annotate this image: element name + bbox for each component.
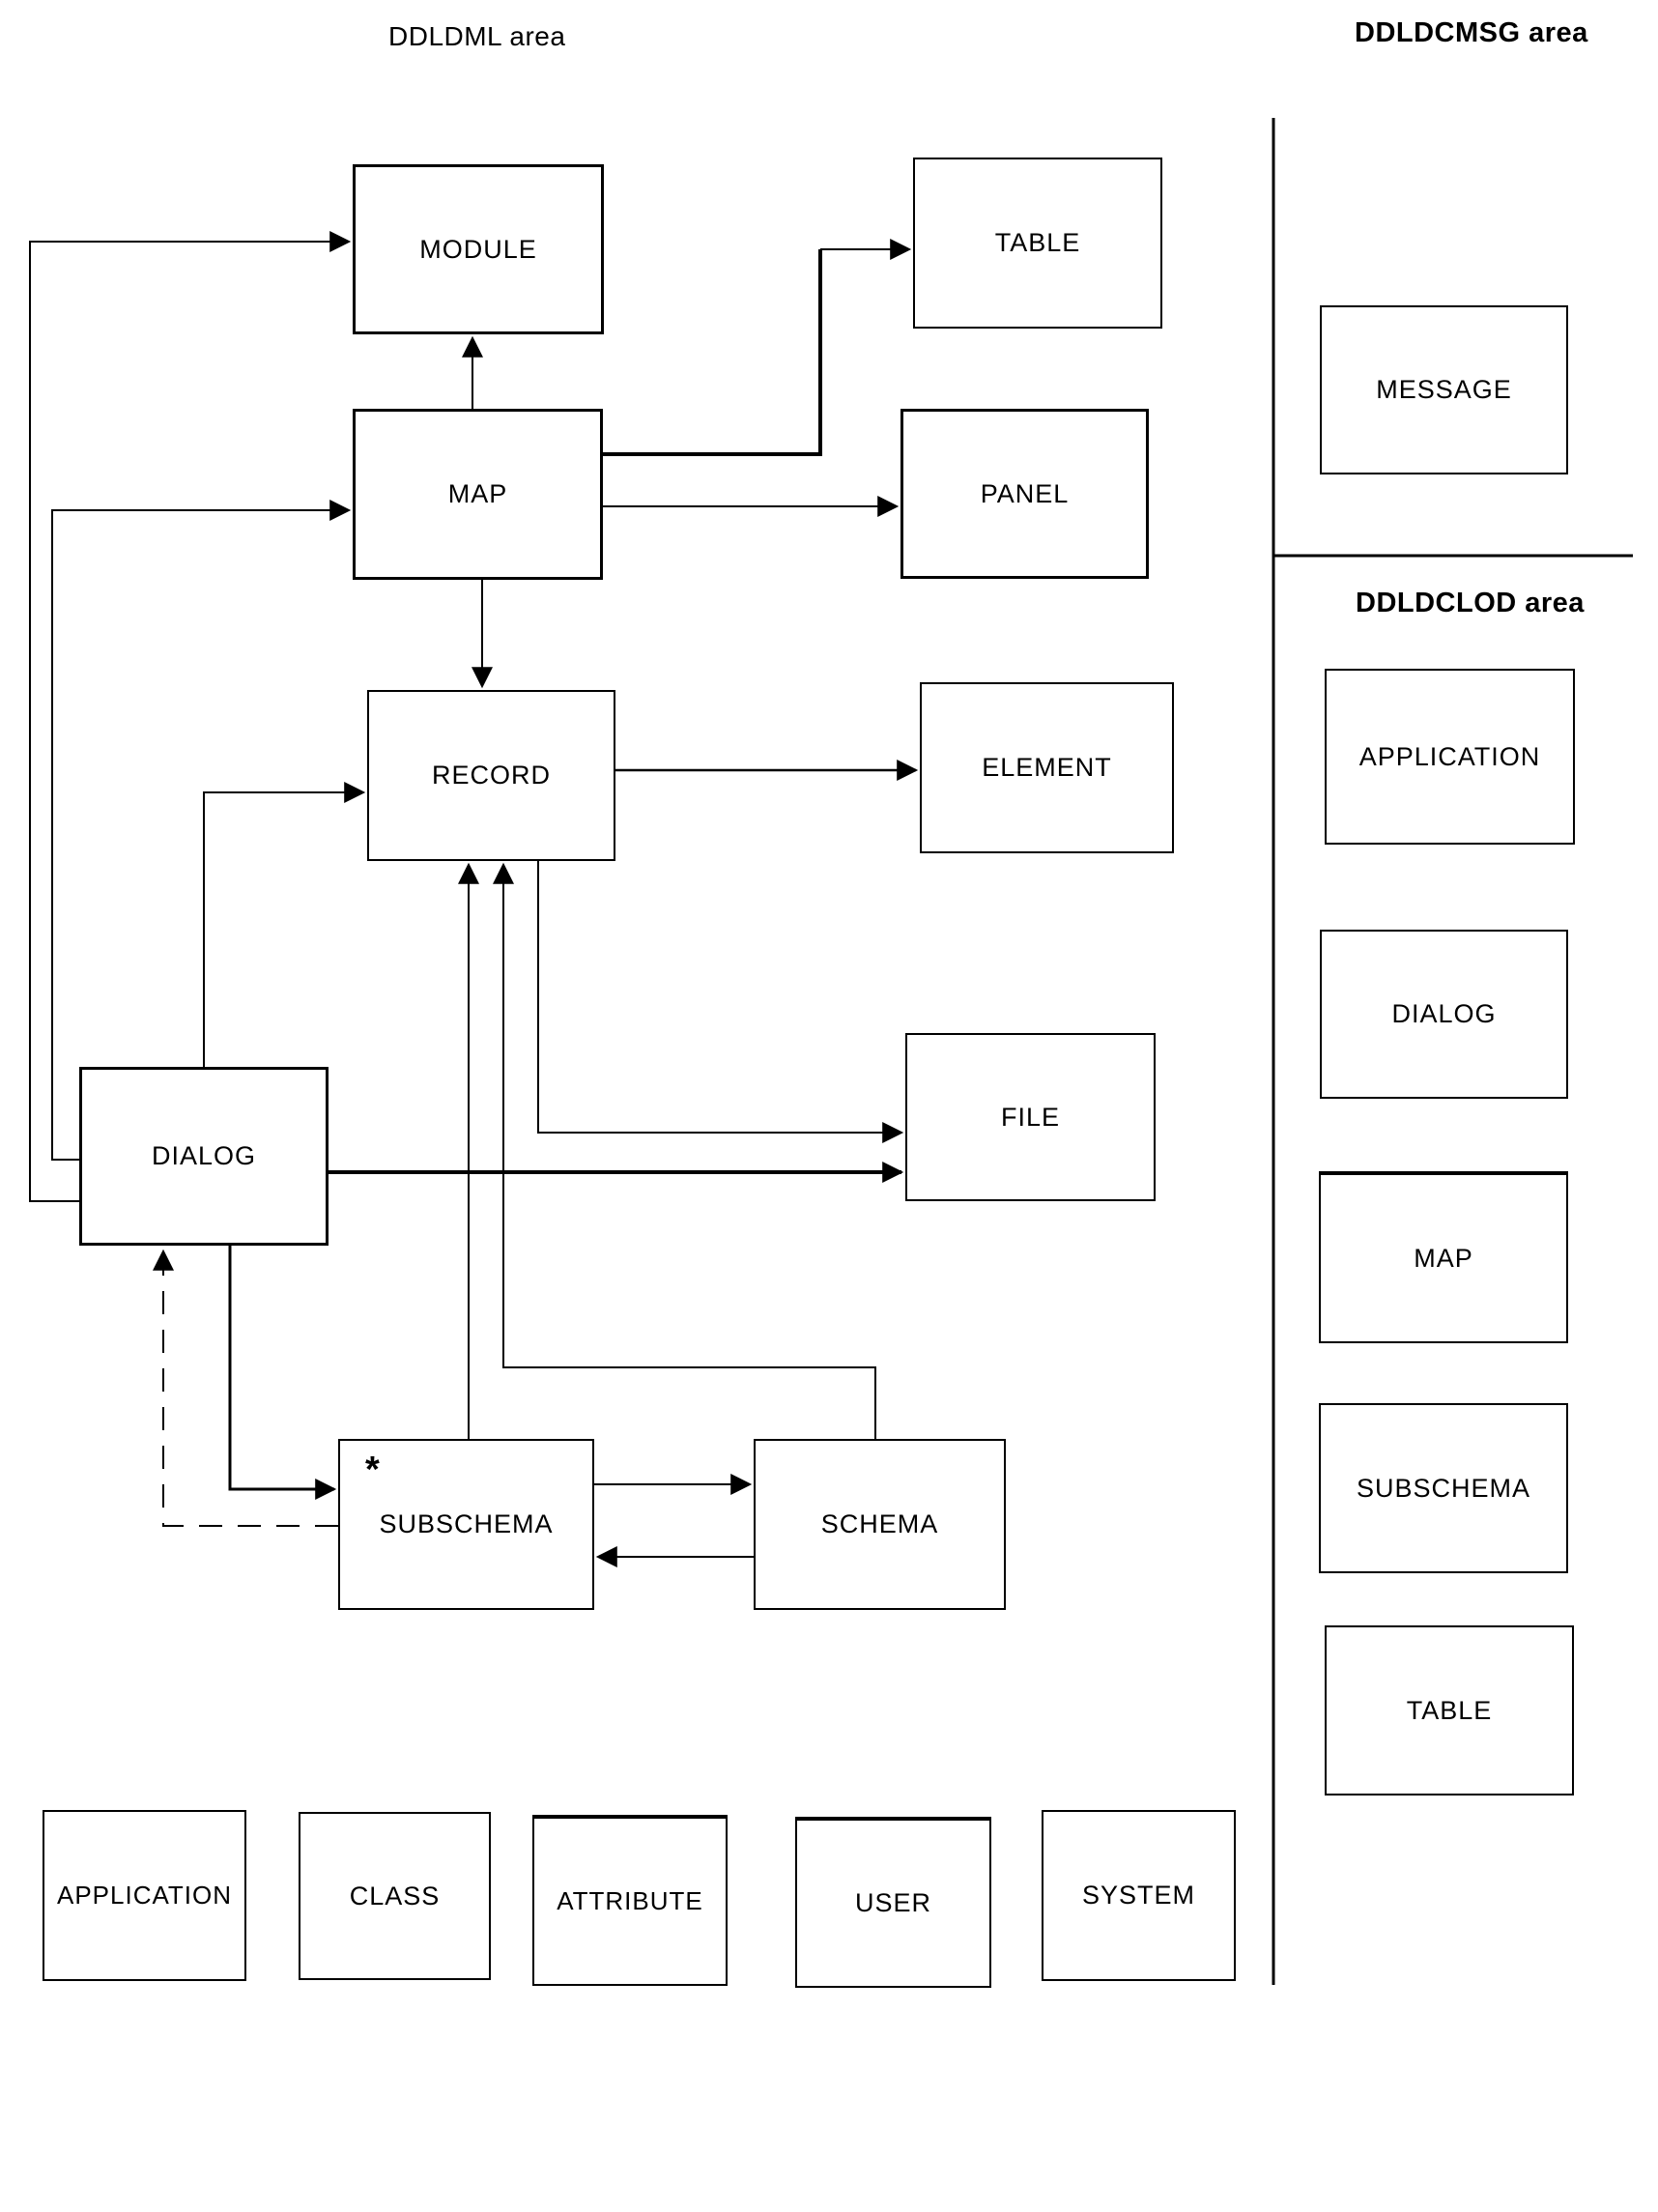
edge-schema-record [493, 862, 876, 1439]
box-bottom-attribute-label: ATTRIBUTE [557, 1886, 703, 1915]
box-schema: SCHEMA [754, 1439, 1006, 1610]
box-clod-dialog-label: DIALOG [1391, 999, 1497, 1028]
box-clod-table: TABLE [1325, 1625, 1574, 1795]
box-file-label: FILE [1000, 1102, 1061, 1132]
box-map: MAP [353, 409, 603, 580]
edge-dialog-record [203, 782, 366, 1067]
box-bottom-system: SYSTEM [1042, 1810, 1236, 1981]
box-bottom-class: CLASS [299, 1812, 491, 1980]
box-table-label: TABLE [994, 228, 1081, 257]
box-table: TABLE [913, 158, 1162, 329]
box-dialog-label: DIALOG [151, 1141, 257, 1170]
box-map-label: MAP [447, 479, 508, 508]
box-message: MESSAGE [1320, 305, 1568, 474]
box-bottom-system-label: SYSTEM [1081, 1881, 1196, 1910]
box-clod-subschema-label: SUBSCHEMA [1356, 1473, 1531, 1503]
box-subschema: SUBSCHEMA [338, 1439, 594, 1610]
box-clod-application-label: APPLICATION [1358, 741, 1541, 771]
box-bottom-attribute: ATTRIBUTE [532, 1815, 728, 1986]
edge-record-file [537, 861, 904, 1143]
box-element-label: ELEMENT [982, 753, 1112, 782]
box-bottom-user: USER [795, 1817, 991, 1988]
box-bottom-application: APPLICATION [43, 1810, 246, 1981]
box-clod-map: MAP [1319, 1171, 1568, 1343]
box-panel: PANEL [900, 409, 1149, 579]
box-clod-dialog: DIALOG [1320, 930, 1568, 1099]
box-message-label: MESSAGE [1376, 375, 1512, 404]
edge-dialog-map [51, 500, 352, 1161]
edge-dialog-subschema [228, 1246, 337, 1500]
area-label-ddldml: DDLDML area [388, 21, 566, 51]
box-panel-label: PANEL [980, 478, 1070, 508]
subschema-asterisk: * [365, 1450, 380, 1490]
box-dialog: DIALOG [79, 1067, 329, 1246]
box-bottom-class-label: CLASS [349, 1881, 441, 1910]
box-subschema-label: SUBSCHEMA [379, 1509, 554, 1538]
edge-subschema-dialog-dashed [153, 1249, 338, 1527]
box-file: FILE [905, 1033, 1156, 1201]
box-bottom-application-label: APPLICATION [56, 1881, 232, 1910]
box-clod-map-label: MAP [1414, 1243, 1473, 1273]
box-element: ELEMENT [920, 682, 1174, 853]
box-record: RECORD [367, 690, 615, 861]
edge-dialog-module [29, 231, 352, 1202]
box-module: MODULE [353, 164, 604, 334]
box-record-label: RECORD [431, 761, 551, 790]
area-label-ddldclod: DDLDCLOD area [1356, 588, 1585, 618]
area-label-ddldcmsg: DDLDCMSG area [1355, 17, 1588, 48]
edge-map-table-elbow [603, 249, 822, 456]
box-module-label: MODULE [419, 234, 537, 264]
box-clod-table-label: TABLE [1406, 1695, 1493, 1725]
box-clod-subschema: SUBSCHEMA [1319, 1403, 1568, 1573]
box-clod-application: APPLICATION [1325, 669, 1575, 845]
box-schema-label: SCHEMA [820, 1509, 939, 1538]
box-bottom-user-label: USER [854, 1888, 931, 1917]
